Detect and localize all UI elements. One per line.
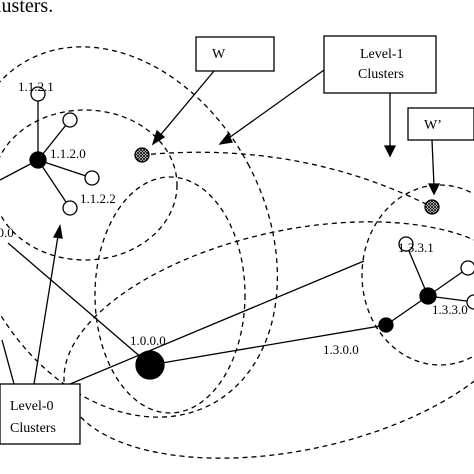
node-1331: [398, 236, 414, 252]
label-1331: 1.3.3.1: [398, 240, 434, 255]
arrowhead: [383, 145, 397, 158]
callout-w-prime-text: W’: [424, 118, 442, 133]
callout-level0-line1: Level-0: [10, 399, 54, 414]
callout-level0-line2: Clusters: [10, 421, 56, 436]
node-leaf-partial: [466, 294, 474, 310]
node-leaf: [84, 170, 100, 186]
node-1121: [30, 86, 46, 102]
nodes: [29, 86, 474, 380]
callout-w-text: W: [212, 47, 226, 62]
label-1100-partial: 1.1.0.0: [0, 225, 14, 240]
callout-level1-line1: Level-1: [360, 47, 404, 62]
level1-cluster-left: [0, 46, 279, 418]
arrowhead: [151, 129, 166, 146]
label-1330: 1.3.3.0: [432, 302, 468, 317]
callout-box-w-prime: [407, 107, 474, 141]
dashed-link-w-wprime: [141, 151, 433, 208]
node-1300: [378, 317, 394, 333]
callout-boxes: [0, 35, 474, 445]
callout-level1-line2: Clusters: [358, 67, 404, 82]
gateway-node-w-prime: [424, 199, 440, 215]
label-1300: 1.3.0.0: [323, 342, 359, 357]
caption-fragment: lusters.: [0, 0, 53, 17]
label-1121: 1.1.2.1: [18, 79, 54, 94]
gateway-node-w: [134, 147, 150, 163]
node-1330: [419, 287, 437, 305]
callout-box-level0: [0, 383, 81, 445]
node-1000: [135, 350, 165, 380]
arrowhead: [427, 183, 441, 196]
node-leaf: [62, 112, 78, 128]
label-1120: 1.1.2.0: [50, 146, 86, 161]
callout-text: W Level-1 Clusters W’ Level-0 Clusters: [10, 47, 442, 436]
node-1122: [62, 200, 78, 216]
node-1120: [29, 151, 47, 169]
arrowhead: [218, 132, 233, 145]
label-1122: 1.1.2.2: [80, 191, 116, 206]
arrowhead: [52, 224, 63, 239]
arrows: [1, 69, 441, 385]
callout-box-w: [195, 36, 275, 72]
level0-cluster-left: [0, 109, 178, 261]
level0-cluster-right: [361, 184, 474, 366]
label-1000: 1.0.0.0: [130, 333, 166, 348]
node-leaf: [460, 260, 474, 276]
callout-box-level1: [323, 35, 437, 94]
level0-cluster-bottom: [94, 176, 246, 414]
node-labels: 1.1.2.1 1.1.2.0 1.1.2.2 1.1.0.0 1.0.0.0 …: [0, 79, 468, 357]
